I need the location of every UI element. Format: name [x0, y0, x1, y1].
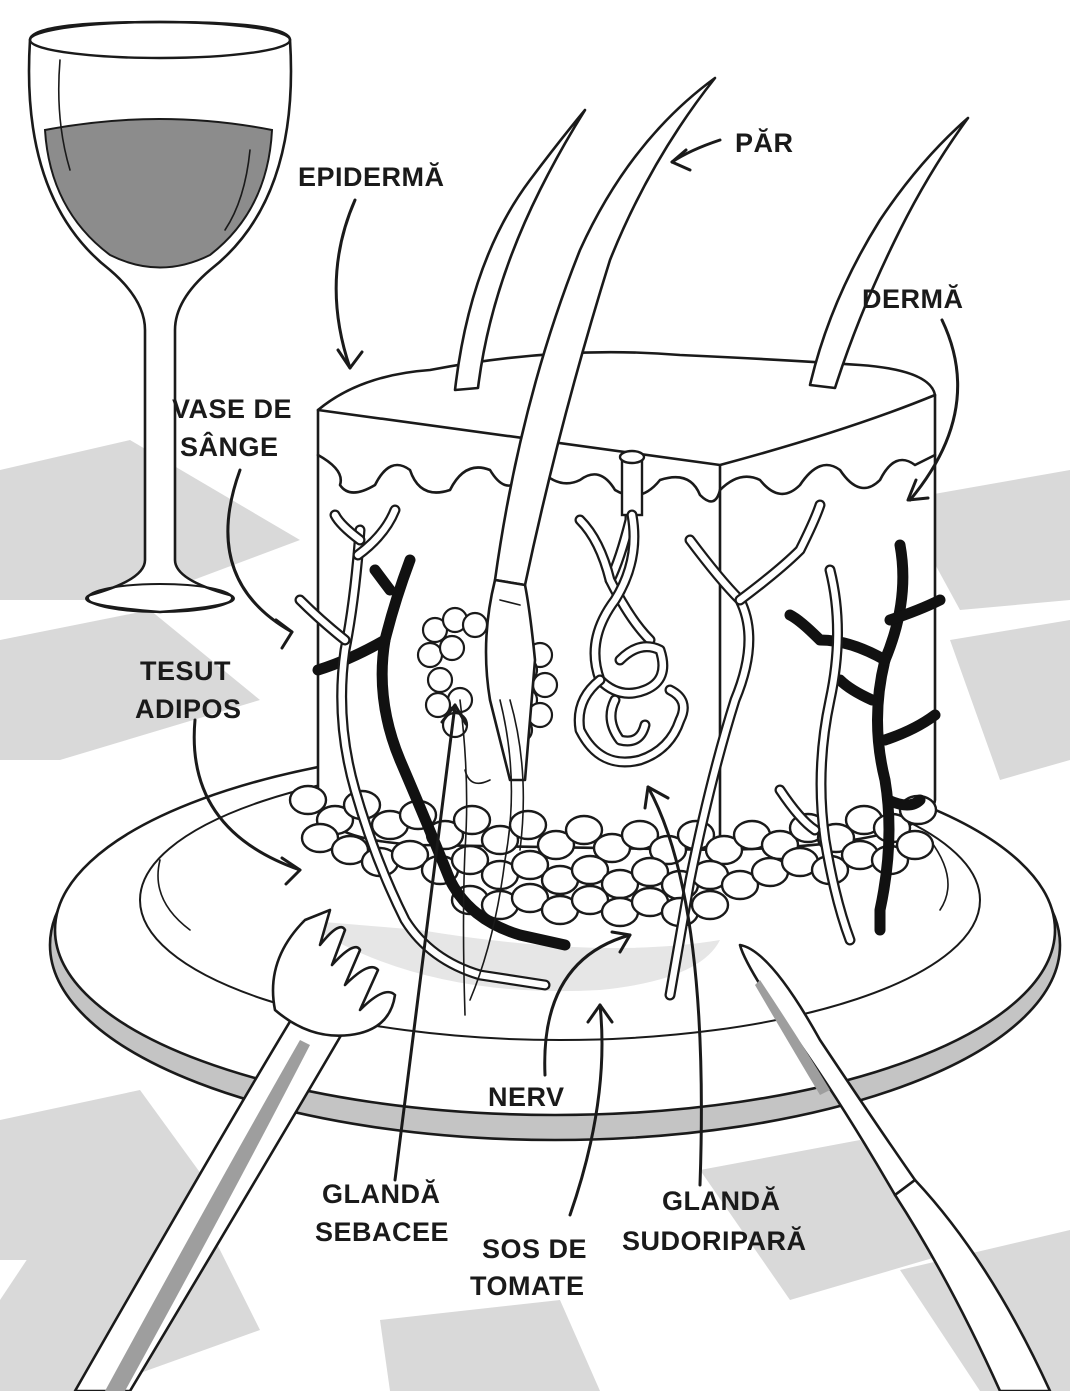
label-fat-line2: ADIPOS: [135, 694, 242, 724]
label-dermis: DERMĂ: [862, 283, 964, 314]
label-fat-line1: TESUT: [140, 656, 231, 686]
label-sauce-line1: SOS DE: [482, 1234, 587, 1264]
label-sebaceous-line2: SEBACEE: [315, 1217, 449, 1247]
label-blood-vessels-line2: SÂNGE: [180, 431, 279, 462]
label-blood-vessels-line1: VASE DE: [172, 394, 292, 424]
label-hair: PĂR: [735, 127, 794, 158]
label-sweat-line2: SUDORIPARĂ: [622, 1225, 807, 1256]
label-sweat-line1: GLANDĂ: [662, 1185, 781, 1216]
label-nerve: NERV: [488, 1082, 565, 1112]
label-sauce-line2: TOMATE: [470, 1271, 585, 1301]
label-epidermis: EPIDERMĂ: [298, 161, 445, 192]
label-sebaceous-line1: GLANDĂ: [322, 1178, 441, 1209]
